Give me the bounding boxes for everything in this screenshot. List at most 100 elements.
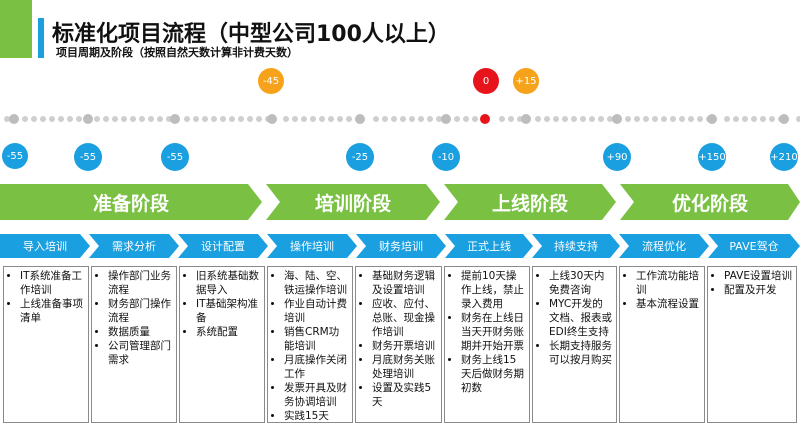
page-title: 标准化项目流程（中型公司100人以上）	[52, 22, 450, 47]
timeline-dot	[499, 116, 505, 122]
timeline-dot	[121, 116, 127, 122]
timeline-dot	[427, 116, 433, 122]
phase-prepare: 准备阶段	[0, 184, 262, 220]
timeline-dot	[751, 116, 757, 122]
timeline-milestone-dot	[9, 114, 19, 124]
timeline-dot	[184, 116, 190, 122]
detail-item: 设置及实践5天	[372, 381, 437, 409]
detail-item: 上线准备事项清单	[20, 297, 84, 325]
detail-box-3: 旧系统基础数据导入IT基础架构准备系统配置	[179, 266, 265, 423]
step-operation-training: 操作培训	[267, 234, 357, 258]
timeline-dot	[607, 116, 613, 122]
timeline-dot	[535, 116, 541, 122]
detail-box-4: 海、陆、空、铁运操作培训作业自动计费培训销售CRM功能培训月底操作关闭工作发票开…	[267, 266, 353, 423]
timeline-dot	[517, 116, 523, 122]
timeline-dot	[688, 116, 694, 122]
milestone-below-8: +210	[770, 143, 798, 171]
detail-item: 上线30天内免费咨询	[549, 269, 612, 297]
step-requirements: 需求分析	[89, 234, 179, 258]
milestone-below-1: -55	[2, 143, 28, 169]
step-pave: PAVE驾仓	[708, 234, 800, 258]
timeline-dot	[247, 116, 253, 122]
step-go-live: 正式上线	[445, 234, 533, 258]
timeline-dot	[733, 116, 739, 122]
timeline-dot	[769, 116, 775, 122]
timeline-milestone-dot	[779, 114, 789, 124]
timeline-dot	[40, 116, 46, 122]
timeline-dot	[31, 116, 37, 122]
timeline-dot	[553, 116, 559, 122]
timeline-dot	[454, 116, 460, 122]
detail-item: 实践15天	[284, 409, 348, 422]
timeline-dot	[238, 116, 244, 122]
timeline-dot	[661, 116, 667, 122]
timeline-dot	[508, 116, 514, 122]
milestone-below-7: +150	[698, 143, 726, 171]
timeline-dot	[229, 116, 235, 122]
timeline-dot	[4, 116, 10, 122]
milestone-above-2: 0	[473, 68, 499, 94]
detail-box-6: 提前10天操作上线，禁止录入费用财务在上线日当天开财务账期并开始开票财务上线15…	[444, 266, 530, 423]
detail-item: 发票开具及财务协调培训	[284, 381, 348, 409]
detail-item: 财务在上线日当天开财务账期并开始开票	[461, 311, 525, 353]
milestone-below-2: -55	[74, 143, 102, 171]
timeline-dot	[589, 116, 595, 122]
step-ongoing-support: 持续支持	[532, 234, 620, 258]
timeline-milestone-dot	[612, 114, 622, 124]
timeline-dot	[796, 116, 800, 122]
phase-golive: 上线阶段	[444, 184, 616, 220]
step-intro-training: 导入培训	[0, 234, 90, 258]
timeline-dot	[580, 116, 586, 122]
detail-box-9: PAVE设置培训配置及开发	[707, 266, 797, 423]
timeline-dot	[49, 116, 55, 122]
detail-item: 基本流程设置	[636, 297, 700, 311]
milestone-below-3: -55	[161, 143, 189, 171]
timeline-dot	[103, 116, 109, 122]
timeline-dot	[643, 116, 649, 122]
timeline-milestone-dot	[521, 114, 531, 124]
detail-box-8: 工作流功能培训基本流程设置	[619, 266, 705, 423]
timeline-milestone-dot	[355, 114, 365, 124]
detail-item: 作业自动计费培训	[284, 297, 348, 325]
timeline-dot	[292, 116, 298, 122]
timeline-dot	[211, 116, 217, 122]
detail-item: 操作部门业务流程	[108, 269, 172, 297]
detail-item: 财务上线15天后做财务期初数	[461, 353, 525, 395]
detail-item: 工作流功能培训	[636, 269, 700, 297]
timeline-dot	[724, 116, 730, 122]
detail-item: 财务开票培训	[372, 339, 437, 353]
detail-item: IT基础架构准备	[196, 297, 260, 325]
timeline-dot	[76, 116, 82, 122]
timeline-dot	[310, 116, 316, 122]
page-subtitle: 项目周期及阶段（按照自然天数计算非计费天数）	[56, 46, 298, 59]
timeline-dot	[112, 116, 118, 122]
timeline-dot	[283, 116, 289, 122]
detail-item: 应收、应付、总账、现金操作培训	[372, 297, 437, 339]
timeline-dot	[130, 116, 136, 122]
timeline-dot	[742, 116, 748, 122]
timeline-dot	[409, 116, 415, 122]
milestone-below-6: +90	[603, 143, 631, 171]
timeline-dot	[562, 116, 568, 122]
timeline-dot	[319, 116, 325, 122]
timeline-dot	[598, 116, 604, 122]
accent-green-bar	[0, 0, 32, 58]
timeline-dot	[157, 116, 163, 122]
detail-box-7: 上线30天内免费咨询MYC开发的文档、报表或EDI终生支持长期支持服务可以按月购…	[532, 266, 617, 423]
detail-box-5: 基础财务逻辑及设置培训应收、应付、总账、现金操作培训财务开票培训月底财务关账处理…	[355, 266, 442, 423]
detail-item: 配置及开发	[724, 283, 792, 297]
timeline-dot	[148, 116, 154, 122]
timeline-dot	[67, 116, 73, 122]
detail-item: 月底操作关闭工作	[284, 353, 348, 381]
timeline-dot	[337, 116, 343, 122]
detail-item: 销售CRM功能培训	[284, 325, 348, 353]
timeline-milestone-dot	[83, 114, 93, 124]
milestone-below-4: -25	[346, 143, 374, 171]
accent-blue-bar	[38, 18, 44, 58]
timeline-milestone-dot	[267, 114, 277, 124]
detail-item: 长期支持服务可以按月购买	[549, 339, 612, 367]
step-process-optimization: 流程优化	[619, 234, 709, 258]
milestone-above-3: +15	[513, 68, 539, 94]
step-finance-training: 财务培训	[356, 234, 446, 258]
timeline-dot	[58, 116, 64, 122]
